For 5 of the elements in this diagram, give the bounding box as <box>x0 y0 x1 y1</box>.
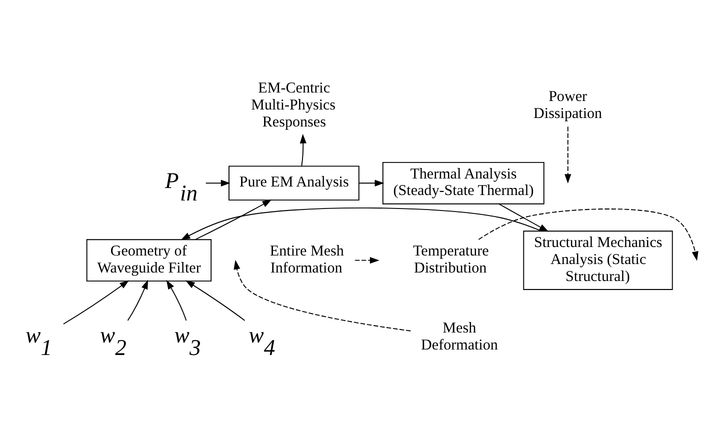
node-text: Mesh Deformation <box>421 320 498 354</box>
node-text: EM-Centric Multi-Physics Responses <box>251 80 336 130</box>
node-text: Entire Mesh Information <box>270 242 344 276</box>
node-text: Temperature Distribution <box>413 242 489 276</box>
node-text: Power Dissipation <box>534 88 602 122</box>
